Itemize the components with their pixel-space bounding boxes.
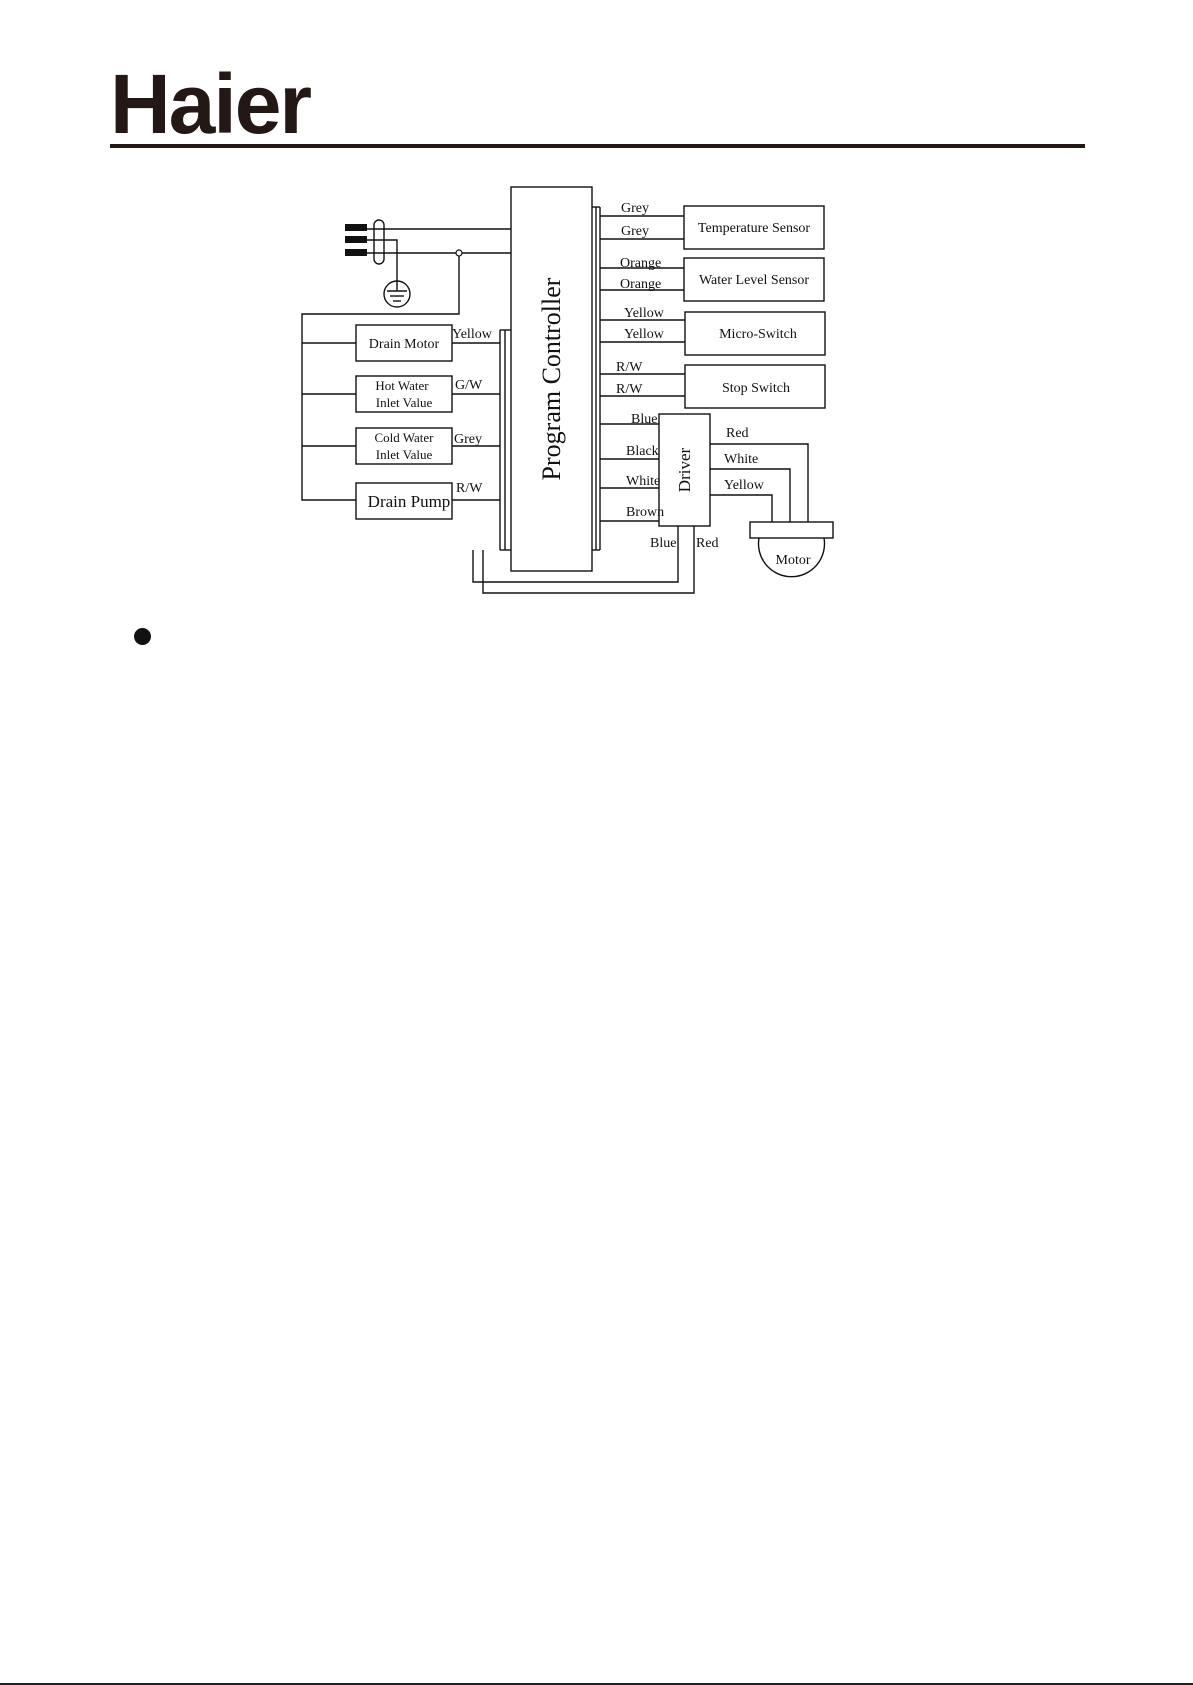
drain-motor-label: Drain Motor — [369, 337, 440, 352]
motor-label: Motor — [776, 553, 811, 568]
wire-label: Grey — [621, 201, 649, 216]
micro-switch: Micro-Switch Yellow Yellow — [600, 306, 825, 355]
wire-label: R/W — [616, 382, 643, 397]
driver-label: Driver — [675, 447, 694, 492]
temperature-sensor: Temperature Sensor Grey Grey — [600, 201, 824, 249]
wire-label: Brown — [626, 505, 664, 520]
wire-label: Grey — [454, 432, 482, 447]
bullet-point — [134, 628, 151, 645]
wire-label: R/W — [456, 481, 483, 496]
wire-label: White — [626, 474, 660, 489]
cold-water-inlet-valve: Cold Water Inlet Value Grey — [356, 428, 500, 464]
program-controller: Program Controller — [500, 187, 600, 571]
wire-label: Yellow — [724, 478, 765, 493]
hot-water-inlet-valve: Hot Water Inlet Value G/W — [356, 376, 500, 412]
wiring-diagram: Program Controller Temperature Sensor Gr… — [0, 0, 1193, 620]
cold-water-label-line2: Inlet Value — [376, 447, 433, 462]
wire-label: White — [724, 452, 758, 467]
micro-switch-label: Micro-Switch — [719, 327, 797, 342]
wire-label: Yellow — [452, 327, 493, 342]
temperature-sensor-label: Temperature Sensor — [698, 221, 810, 236]
wire-label: Red — [696, 536, 719, 551]
wire-label: Red — [726, 426, 749, 441]
program-controller-label: Program Controller — [537, 277, 566, 480]
ground-symbol-icon — [384, 275, 410, 307]
wire-label: Orange — [620, 277, 661, 292]
stop-switch: Stop Switch R/W R/W — [600, 360, 825, 408]
motor: Motor — [750, 522, 833, 577]
wire-label: G/W — [455, 378, 483, 393]
wire-label: Grey — [621, 224, 649, 239]
wire-label: Black — [626, 444, 659, 459]
wire-label: Orange — [620, 256, 661, 271]
water-level-sensor-label: Water Level Sensor — [699, 273, 809, 288]
water-level-sensor: Water Level Sensor Orange Orange — [600, 256, 824, 301]
power-plug-icon — [345, 220, 511, 275]
wire-label: R/W — [616, 360, 643, 375]
hot-water-label-line2: Inlet Value — [376, 395, 433, 410]
wire-label: Blue — [650, 536, 676, 551]
hot-water-label-line1: Hot Water — [375, 378, 429, 393]
drain-motor: Drain Motor Yellow — [356, 325, 500, 361]
wire-label: Yellow — [624, 306, 665, 321]
wire-label: Blue — [631, 412, 657, 427]
stop-switch-label: Stop Switch — [722, 381, 790, 396]
drain-pump: Drain Pump R/W — [356, 481, 500, 519]
cold-water-label-line1: Cold Water — [374, 430, 434, 445]
wire-label: Yellow — [624, 327, 665, 342]
drain-pump-label: Drain Pump — [368, 492, 451, 511]
